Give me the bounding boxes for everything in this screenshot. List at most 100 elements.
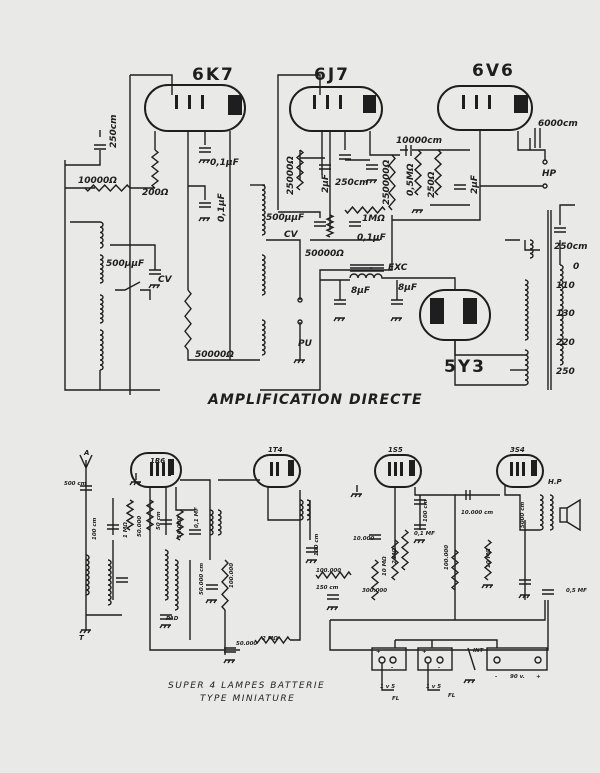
coil (107, 559, 112, 606)
component-label: 10.000 (177, 517, 183, 538)
coil (174, 559, 179, 611)
resistor (413, 149, 423, 196)
resistor (483, 539, 493, 581)
component-label: FL (392, 696, 400, 702)
ground (333, 317, 345, 322)
coil (209, 509, 214, 536)
bottom-component-labels: A 500 cm T 100 cm 1 MΩ 50.000 50 cm 10.0… (64, 449, 587, 702)
wire (505, 239, 540, 251)
ground (350, 493, 362, 498)
coil (529, 239, 534, 259)
capacitor (199, 202, 211, 208)
component-label: 100 cm (314, 533, 320, 556)
component-label: - (495, 674, 497, 680)
ground (79, 629, 91, 634)
ground (159, 624, 171, 629)
coil (261, 254, 266, 296)
component-label: 0,1µF (210, 158, 240, 168)
hp-terminal (542, 159, 548, 165)
resistor (450, 549, 460, 591)
capacitor (366, 164, 378, 170)
tube-grid (488, 95, 491, 109)
wire (115, 281, 151, 300)
ground (223, 659, 235, 664)
wire (110, 244, 156, 270)
tube-grid (388, 462, 391, 476)
capacitor (554, 227, 566, 233)
tube-6k7: 6K7 (144, 65, 246, 132)
coil (99, 221, 104, 249)
ground (293, 359, 305, 364)
coil (549, 494, 554, 531)
schematic-wiring (64, 74, 575, 691)
component-label: 90 v. (510, 674, 525, 680)
tube-grid (175, 95, 178, 109)
ground (411, 209, 423, 214)
tube-grid (394, 462, 397, 476)
component-label: 1 MΩ (123, 522, 129, 538)
wire (467, 647, 476, 671)
wire (504, 485, 540, 531)
component-label: 0,5 MF (566, 588, 587, 594)
capacitor (369, 534, 381, 540)
tube-grid (188, 95, 191, 109)
capacitor (519, 579, 531, 585)
wire (454, 340, 525, 386)
wire (79, 454, 93, 630)
hp-terminal (542, 183, 548, 189)
tube-label: 6V6 (472, 61, 515, 81)
component-label: 500 cm (64, 481, 87, 487)
component-label: 200Ω (142, 188, 169, 198)
component-label: 10 MΩ (382, 556, 388, 576)
resistor (150, 149, 160, 189)
resistor (388, 154, 396, 211)
component-label: 25000Ω (286, 156, 296, 195)
capacitor (327, 594, 339, 600)
wire (266, 239, 301, 300)
tube-label: 6K7 (192, 65, 235, 85)
top-component-labels: 250cm 10000Ω 200Ω 0,1µF 0,1µF 500µµF CV … (78, 115, 588, 378)
capacitor (160, 519, 172, 525)
tube-grid (339, 95, 342, 109)
tube-label: 3S4 (510, 446, 525, 454)
tube-grid (516, 462, 519, 476)
tube-grid (400, 462, 403, 476)
capacitor (529, 128, 541, 150)
tube-label: 1S5 (388, 446, 403, 454)
capacitor (189, 529, 201, 535)
component-label: 50.000 (236, 641, 257, 647)
ground (326, 606, 338, 611)
resistor (433, 149, 443, 196)
coil (99, 254, 104, 284)
component-label: CV (284, 230, 299, 240)
component-label: 500µµF (106, 259, 145, 269)
capacitor (542, 589, 554, 595)
ground (198, 159, 210, 164)
wire (260, 215, 393, 391)
resistor (184, 289, 192, 351)
wire (149, 487, 240, 651)
tube-grid (313, 95, 316, 109)
wire (64, 160, 160, 391)
wire (392, 131, 481, 221)
resistor (315, 570, 352, 580)
resistor (84, 183, 131, 193)
tube-grid (475, 95, 478, 109)
capacitor (160, 614, 172, 620)
transformer-core (547, 210, 552, 390)
component-label: EXC (388, 263, 408, 273)
tube-grid (510, 462, 513, 476)
component-label: 10 MΩ (486, 548, 492, 568)
component-label: 250cm (554, 242, 588, 252)
component-label: INT (473, 648, 485, 654)
capacitor (116, 577, 128, 583)
component-label: A (83, 449, 89, 457)
component-label: 300.000 (362, 588, 387, 594)
capacitor (224, 647, 236, 653)
resistor (125, 499, 135, 531)
wire (267, 487, 300, 521)
component-label: + (422, 649, 427, 655)
wire (187, 350, 260, 361)
component-label: 1 v 5 (380, 684, 395, 690)
coil (299, 499, 304, 521)
